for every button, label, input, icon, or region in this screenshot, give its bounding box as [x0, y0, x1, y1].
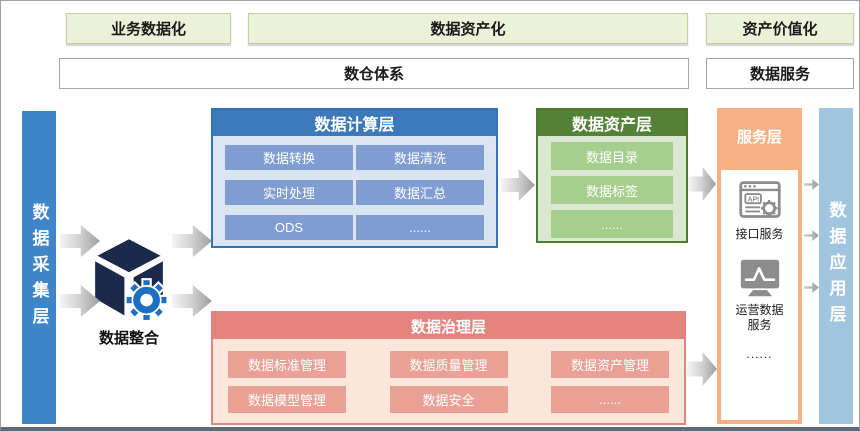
data-application-layer-bar: 数据应用层 [819, 108, 853, 424]
computing-item: ...... [356, 215, 484, 240]
phase-asset-valorization: 资产价值化 [706, 13, 854, 44]
data-service-box: 数据服务 [706, 58, 854, 89]
arrow-service-to-application-3 [804, 282, 819, 293]
data-collection-layer-bar: 数据采集层 [22, 111, 56, 424]
service-more-label: ...... [746, 347, 773, 361]
asset-item: 数据标签 [551, 176, 673, 204]
phase-label: 数据资产化 [430, 21, 506, 38]
data-service-label: 数据服务 [749, 66, 810, 83]
computing-item: 数据转换 [225, 145, 353, 170]
arrow-integration-to-governance [172, 285, 212, 317]
governance-layer-body: 数据标准管理 数据质量管理 数据资产管理 数据模型管理 数据安全 ...... [213, 339, 684, 413]
line-chart-monitor-icon [740, 259, 779, 297]
service-layer-title: 服务层 [736, 128, 782, 146]
api-icon-text: API [747, 196, 759, 203]
governance-item: 数据质量管理 [389, 351, 508, 378]
governance-item: 数据安全 [389, 386, 508, 413]
api-browser-icon: API [738, 181, 781, 218]
service-layer-box: 服务层 API 接口服务 [717, 108, 802, 424]
phase-label: 资产价值化 [742, 21, 818, 38]
computing-item: 数据汇总 [356, 180, 484, 205]
warehouse-system-label: 数仓体系 [343, 66, 404, 83]
operations-data-service-label: 运营数据服务 [735, 303, 784, 332]
asset-layer-body: 数据目录 数据标签 ...... [538, 136, 686, 238]
gear-icon [124, 278, 169, 323]
arrow-service-to-application-2 [804, 230, 819, 241]
governance-item: 数据标准管理 [228, 351, 346, 378]
asset-layer-box: 数据资产层 数据目录 数据标签 ...... [536, 108, 688, 243]
api-service-label: 接口服务 [735, 227, 784, 241]
cube-gear-icon [90, 235, 169, 323]
computing-layer-box: 数据计算层 数据转换 数据清洗 实时处理 数据汇总 ODS ...... [211, 108, 498, 248]
arrow-service-to-application-1 [804, 179, 819, 190]
asset-layer-title: 数据资产层 [538, 110, 686, 136]
computing-layer-body: 数据转换 数据清洗 实时处理 数据汇总 ODS ...... [213, 136, 496, 240]
computing-item: 实时处理 [225, 180, 353, 205]
arrow-asset-to-service [688, 167, 716, 201]
computing-item: 数据清洗 [356, 145, 484, 170]
governance-item: 数据模型管理 [228, 386, 346, 413]
computing-item: ODS [225, 215, 353, 240]
arrow-computing-to-asset [501, 169, 535, 201]
asset-item: ...... [551, 210, 673, 238]
phase-data-assetization: 数据资产化 [248, 13, 688, 44]
computing-layer-title: 数据计算层 [213, 110, 496, 136]
governance-layer-title: 数据治理层 [213, 313, 684, 339]
governance-item: ...... [551, 386, 669, 413]
arrow-governance-to-service [687, 352, 717, 386]
phase-business-dataization: 业务数据化 [66, 13, 231, 44]
data-application-layer-label: 数据应用层 [826, 201, 846, 331]
data-collection-layer-label: 数据采集层 [29, 202, 49, 333]
governance-item: 数据资产管理 [551, 351, 669, 378]
asset-item: 数据目录 [551, 142, 673, 170]
data-integration-label: 数据整合 [98, 330, 159, 347]
warehouse-system-box: 数仓体系 [59, 58, 689, 89]
service-layer-body: API 接口服务 运营数据服务 ...... [721, 170, 798, 420]
arrow-integration-to-computing [172, 225, 212, 257]
phase-label: 业务数据化 [110, 21, 186, 38]
governance-layer-box: 数据治理层 数据标准管理 数据质量管理 数据资产管理 数据模型管理 数据安全 .… [211, 311, 686, 425]
